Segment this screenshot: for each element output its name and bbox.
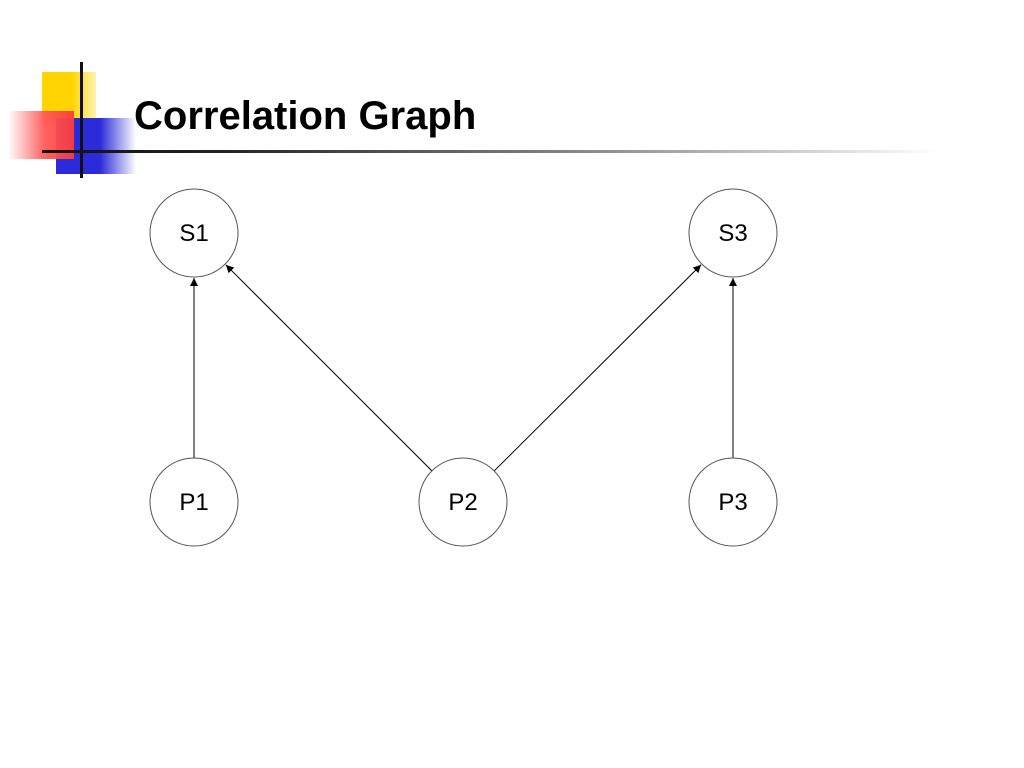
node-p1: P1 (149, 457, 239, 547)
edges-layer (190, 264, 737, 472)
node-label: P2 (448, 489, 477, 516)
node-s1: S1 (149, 188, 239, 278)
logo-vertical-line (80, 62, 83, 178)
node-circle (149, 188, 239, 278)
edge-p2-to-s1 (225, 264, 433, 472)
title-underline (42, 150, 942, 153)
node-p2: P2 (418, 457, 508, 547)
node-circle (418, 457, 508, 547)
node-label: S1 (179, 220, 208, 247)
node-label: P1 (179, 489, 208, 516)
slide-title: Correlation Graph (134, 94, 477, 138)
node-circle (688, 457, 778, 547)
node-circle (149, 457, 239, 547)
corner-logo-icon (0, 0, 140, 180)
node-label: P3 (718, 489, 747, 516)
node-p3: P3 (688, 457, 778, 547)
node-circle (688, 188, 778, 278)
edge-p2-to-s3 (493, 264, 702, 472)
node-s3: S3 (688, 188, 778, 278)
node-label: S3 (718, 220, 747, 247)
